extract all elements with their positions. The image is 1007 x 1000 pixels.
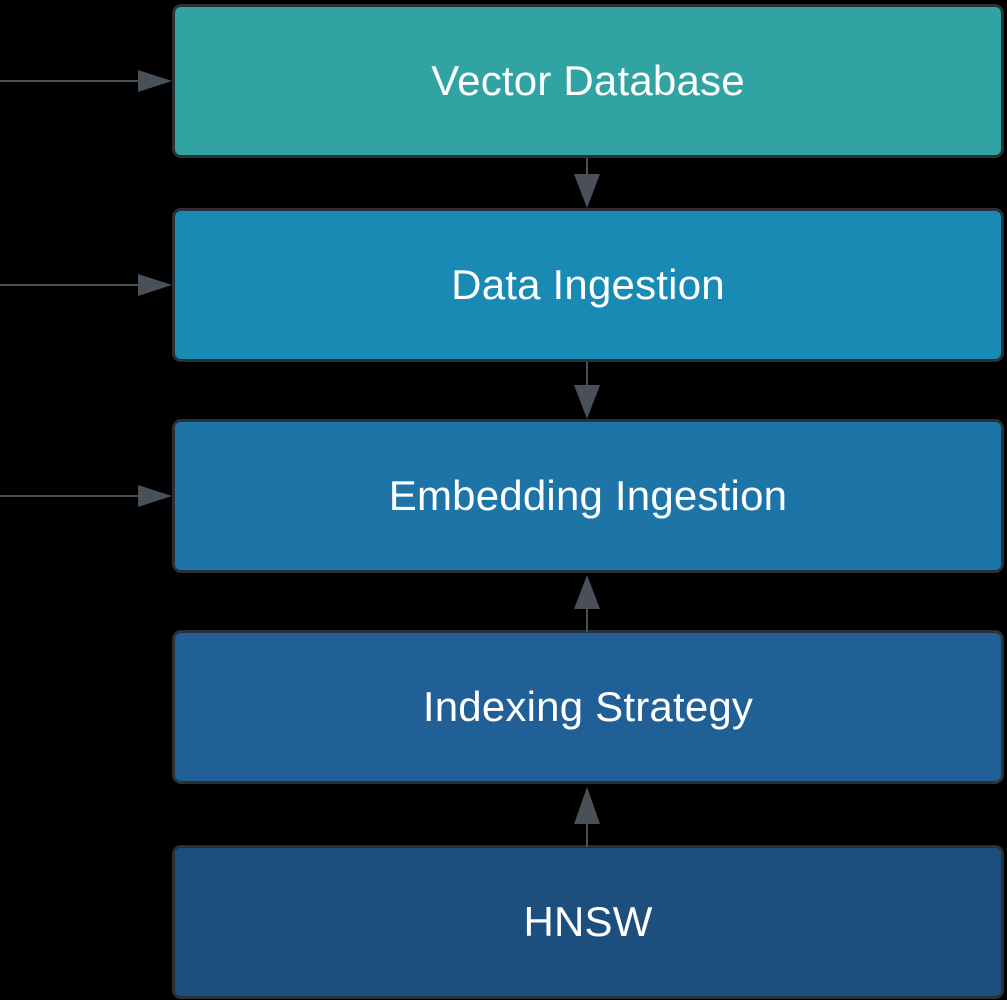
edge-incoming-vector-database-arrow-icon — [0, 63, 175, 99]
edge-incoming-data-ingestion-arrow-icon — [0, 267, 175, 303]
node-label-data-ingestion: Data Ingestion — [451, 261, 725, 308]
edge-incoming-embedding-ingestion-arrow-icon — [0, 478, 175, 514]
node-label-indexing-strategy: Indexing Strategy — [422, 683, 754, 730]
edge-indexing-strategy-to-embedding-ingestion-arrow-icon — [567, 573, 607, 632]
node-embedding-ingestion[interactable]: Embedding Ingestion — [172, 419, 1004, 573]
node-label-hnsw: HNSW — [523, 898, 653, 945]
edge-vector-database-to-data-ingestion-arrow-icon — [567, 158, 607, 210]
edge-hnsw-to-indexing-strategy-arrow-icon — [567, 784, 607, 847]
node-vector-database[interactable]: Vector Database — [172, 4, 1004, 158]
node-indexing-strategy[interactable]: Indexing Strategy — [172, 630, 1004, 784]
node-label-embedding-ingestion: Embedding Ingestion — [388, 472, 788, 519]
edge-data-ingestion-to-embedding-ingestion-arrow-icon — [567, 362, 607, 421]
node-hnsw[interactable]: HNSW — [172, 845, 1004, 999]
node-data-ingestion[interactable]: Data Ingestion — [172, 208, 1004, 362]
node-label-vector-database: Vector Database — [431, 57, 745, 104]
